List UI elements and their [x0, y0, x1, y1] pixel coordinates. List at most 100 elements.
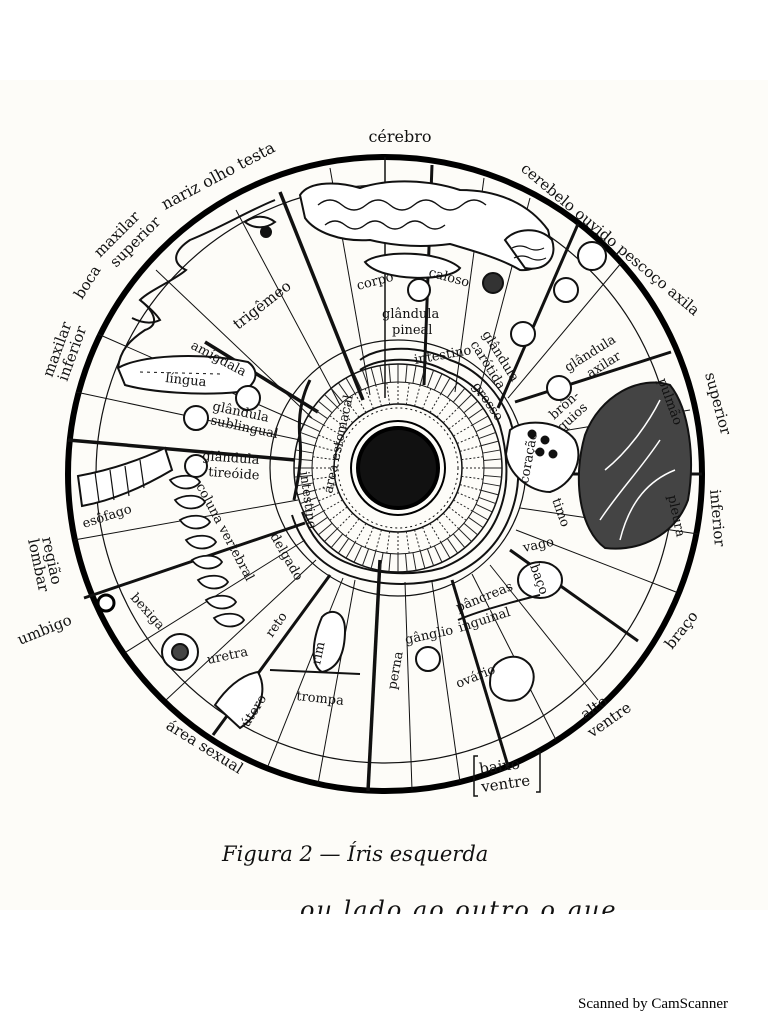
- label-corpo: corpo: [355, 270, 395, 294]
- label-boca: boca: [70, 262, 104, 302]
- collarette-tick: [478, 431, 496, 440]
- collarette-tick: [433, 373, 443, 391]
- collarette-tick: [307, 510, 324, 521]
- stomach-ring-tick: [436, 399, 451, 418]
- label-area-sexual: área sexual: [163, 716, 247, 778]
- collarette-tick: [337, 538, 350, 554]
- collarette-tick: [361, 548, 370, 566]
- stomach-ring-tick: [386, 382, 391, 405]
- stomach-ring-tick: [453, 499, 473, 512]
- collarette-tick: [472, 510, 489, 521]
- stomach-ring-tick: [442, 406, 460, 424]
- collarette-tick: [370, 550, 377, 569]
- collarette-tick: [419, 367, 426, 386]
- stomach-ring-tick: [456, 434, 478, 444]
- label-bexiga: bexiga: [127, 591, 167, 634]
- collarette-tick: [404, 553, 408, 572]
- stomach-ring-tick: [461, 475, 484, 480]
- collarette-tick: [475, 503, 493, 513]
- collarette-tick: [388, 553, 392, 572]
- label-trompa: trompa: [296, 689, 345, 709]
- label-esofago: esôfago: [81, 502, 134, 532]
- collarette-tick: [295, 482, 314, 487]
- esophagus-illustration: [76, 446, 174, 508]
- stomach-ring-tick: [422, 388, 432, 410]
- collarette-ticks: [294, 364, 502, 572]
- stomach-ring-tick: [354, 523, 367, 543]
- collarette-tick: [297, 489, 316, 496]
- label-intestino-grosso-1: intestino: [413, 343, 473, 368]
- stomach-ring-tick: [429, 523, 442, 543]
- label-lingua: língua: [165, 371, 208, 390]
- collarette-tick: [295, 449, 314, 454]
- stomach-ring-tick: [461, 456, 484, 461]
- stomach-ring-tick: [364, 526, 374, 548]
- collarette-tick: [483, 474, 502, 478]
- tongue-illustration: [116, 355, 261, 478]
- collarette-tick: [463, 522, 478, 536]
- stomach-ring-tick: [405, 531, 410, 554]
- stomach-ring-tick: [442, 512, 460, 530]
- collarette-tick: [300, 431, 318, 440]
- collarette-tick: [446, 382, 459, 398]
- collarette-tick: [312, 407, 328, 420]
- collarette-tick: [388, 364, 392, 383]
- label-glandula-pineal-2: pineal: [392, 323, 432, 338]
- collarette-tick: [458, 528, 472, 542]
- stomach-ring-tick: [375, 529, 382, 552]
- face-profile-illustration: [117, 199, 277, 369]
- collarette-tick: [440, 377, 451, 394]
- collarette-tick: [483, 458, 502, 462]
- stomach-ring-tick: [386, 531, 391, 554]
- cut-off-text-line: ou lado ao outro o que: [205, 892, 725, 914]
- collarette-tick: [426, 370, 435, 388]
- collarette-tick: [330, 388, 344, 403]
- collarette-tick: [353, 373, 363, 391]
- stomach-ring-tick: [429, 393, 442, 413]
- collarette-tick: [345, 377, 356, 394]
- label-glandula-tireoide-2: tireóide: [208, 465, 261, 484]
- collarette-tick: [324, 528, 338, 542]
- collarette-tick: [318, 522, 333, 536]
- pupil-border: [350, 420, 446, 516]
- stomach-ring-tick: [375, 384, 382, 407]
- collarette-tick: [353, 545, 363, 563]
- label-trigemeo: trigêmeo: [229, 277, 294, 333]
- collarette-tick: [307, 415, 324, 426]
- collarette-tick: [361, 370, 370, 388]
- collarette-tick: [446, 538, 459, 554]
- collarette-tick: [472, 415, 489, 426]
- collarette-tick: [478, 496, 496, 505]
- umbigo-notch: [96, 593, 116, 613]
- collarette-tick: [330, 533, 344, 548]
- stomach-ring-tick: [405, 382, 410, 405]
- figure-caption: Figura 2 — Íris esquerda: [222, 842, 489, 866]
- collarette-tick: [370, 367, 377, 386]
- heart-lung-illustration: [504, 381, 692, 550]
- collarette-tick: [300, 496, 318, 505]
- collarette-tick: [458, 394, 472, 408]
- collarette-tick: [468, 407, 484, 420]
- pupil: [356, 426, 440, 510]
- collarette-tick: [294, 458, 313, 462]
- collarette-tick: [475, 423, 493, 433]
- stomach-ring-tick: [459, 445, 482, 452]
- stomach-ring-tick: [456, 492, 478, 502]
- collarette-tick: [303, 503, 321, 513]
- stomach-ring-tick: [345, 518, 360, 537]
- stomach-ring-tick: [323, 499, 343, 512]
- collarette-tick: [468, 516, 484, 529]
- label-ganglio: gânglio: [404, 623, 455, 648]
- stomach-ring-tick: [436, 518, 451, 537]
- scanner-watermark: Scanned by CamScanner: [578, 996, 728, 1012]
- collarette-tick: [440, 542, 451, 559]
- collarette-tick: [482, 449, 501, 454]
- collarette-tick: [480, 489, 499, 496]
- stomach-ring-tick: [459, 484, 482, 491]
- cut-off-text: ou lado ao outro o que: [300, 896, 618, 914]
- label-intestino-delgado-2: delgado: [267, 531, 306, 584]
- collarette-tick: [318, 400, 333, 414]
- label-superior: superior: [701, 370, 735, 437]
- collarette-tick: [452, 533, 466, 548]
- label-glandula-tireoide-1: glândula: [202, 449, 260, 468]
